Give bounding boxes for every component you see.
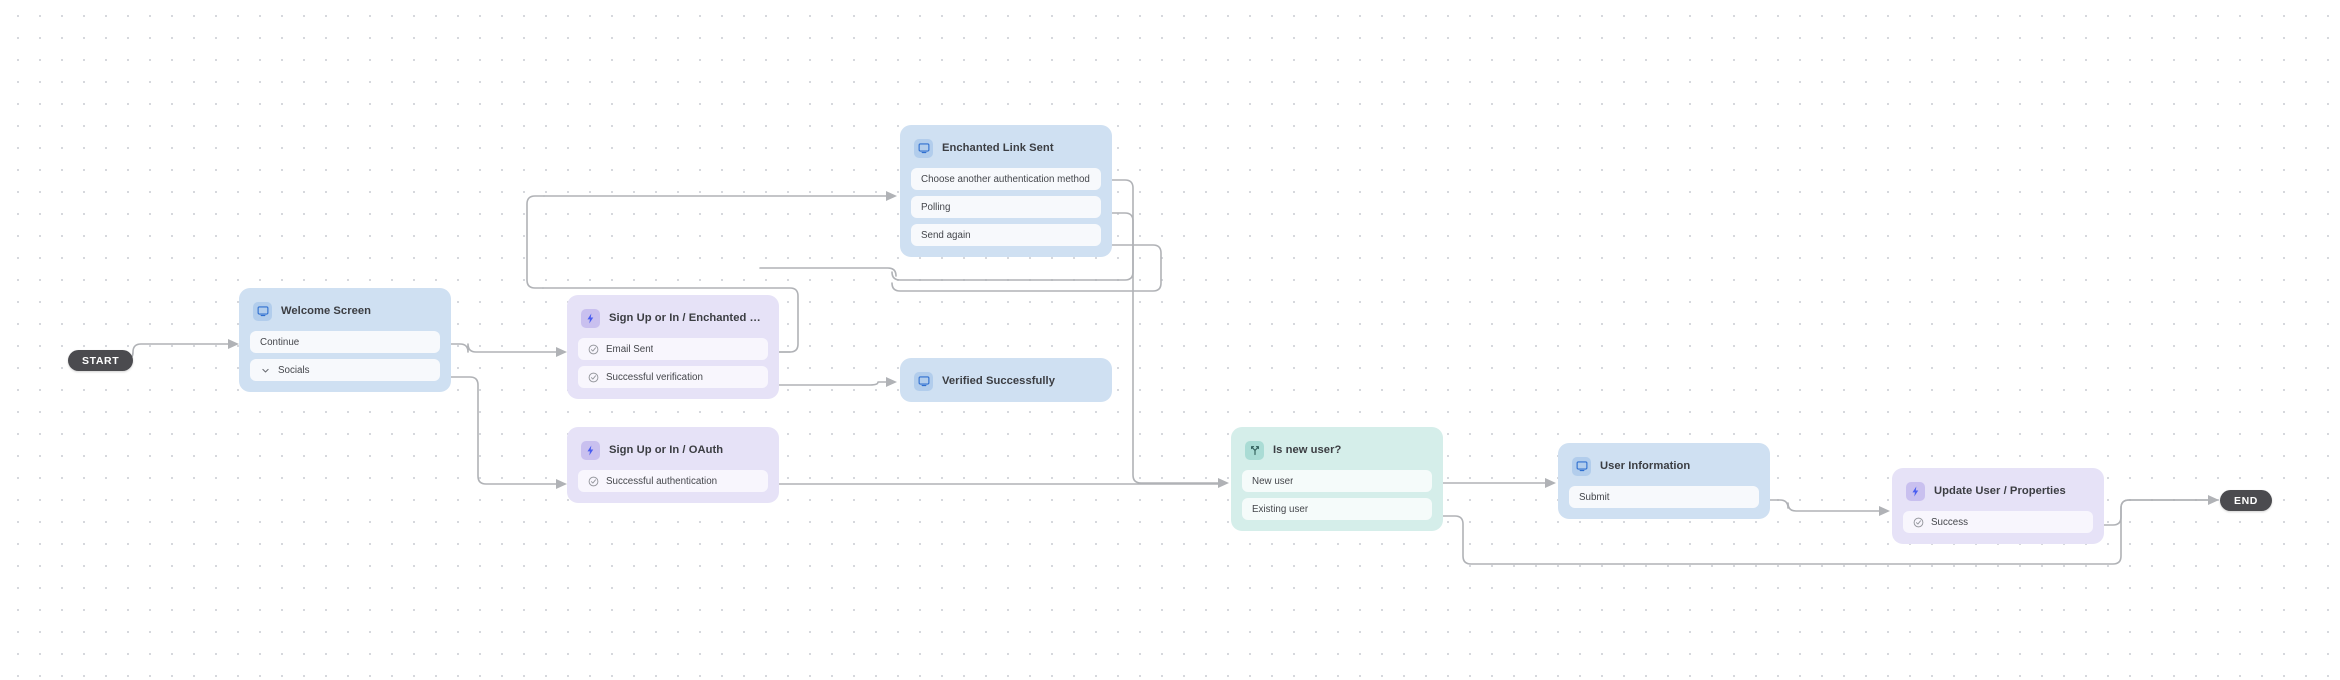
arrowhead-welcome (228, 339, 239, 349)
node-title: Welcome Screen (281, 305, 372, 317)
edge-email-sent-to-enchanted-screen (526, 195, 887, 289)
node-is-new-user[interactable]: Is new user? New user Existing user (1231, 427, 1443, 531)
check-circle-icon (588, 372, 599, 383)
edge-polling-to-is-new-user (1107, 212, 1219, 484)
screen-icon (914, 138, 933, 158)
node-header: Update User / Properties (1903, 478, 2093, 502)
node-rows: Continue Socials (250, 331, 440, 381)
node-title: Verified Successfully (942, 375, 1055, 387)
node-header: Is new user? (1242, 437, 1432, 461)
node-welcome-screen[interactable]: Welcome Screen Continue Socials (239, 288, 451, 392)
node-rows: Success (1903, 511, 2093, 533)
row-new-user[interactable]: New user (1242, 470, 1432, 492)
row-label: Successful authentication (606, 475, 718, 487)
node-header: User Information (1569, 453, 1759, 477)
node-rows: Submit (1569, 486, 1759, 508)
edge-verification-to-verified (773, 381, 887, 386)
row-polling[interactable]: Polling (911, 196, 1101, 218)
row-email-sent[interactable]: Email Sent (578, 338, 768, 360)
arrowhead-update-user (1879, 506, 1890, 516)
row-label: Email Sent (606, 343, 654, 355)
node-title: Update User / Properties (1934, 485, 2066, 497)
node-rows: Choose another authentication method Pol… (911, 168, 1101, 246)
node-header: Sign Up or In / OAuth (578, 437, 768, 461)
row-label: Success (1931, 516, 1969, 528)
arrowhead-enchanted-screen (886, 191, 897, 201)
node-enchanted-link-sent[interactable]: Enchanted Link Sent Choose another authe… (900, 125, 1112, 257)
arrowhead-end (2208, 495, 2219, 505)
bolt-icon (1906, 481, 1925, 501)
row-label: Socials (278, 364, 310, 376)
arrowhead-verified (886, 377, 897, 387)
check-circle-icon (588, 344, 599, 355)
row-label: Continue (260, 336, 300, 348)
edge-welcome-socials-to-oauth (443, 376, 557, 485)
end-terminal[interactable]: END (2220, 490, 2272, 511)
row-label: Existing user (1252, 503, 1309, 515)
row-existing-user[interactable]: Existing user (1242, 498, 1432, 520)
node-title: Is new user? (1273, 444, 1342, 456)
row-continue[interactable]: Continue (250, 331, 440, 353)
node-header: Welcome Screen (250, 298, 440, 322)
bolt-icon (581, 440, 600, 460)
edge-success-to-end (2099, 499, 2209, 526)
node-title: Enchanted Link Sent (942, 142, 1054, 154)
chevron-down-icon (260, 365, 271, 376)
node-header: Sign Up or In / Enchanted Link / … (578, 305, 768, 329)
edge-welcome-continue-to-enchanted-action (443, 343, 557, 353)
arrowhead-user-info (1545, 478, 1556, 488)
node-rows: New user Existing user (1242, 470, 1432, 520)
row-send-again[interactable]: Send again (911, 224, 1101, 246)
node-update-user-properties[interactable]: Update User / Properties Success (1892, 468, 2104, 544)
row-label: Polling (921, 201, 951, 213)
arrowhead-email-sent (556, 347, 567, 357)
row-label: Successful verification (606, 371, 703, 383)
node-header: Verified Successfully (911, 368, 1101, 392)
node-rows: Successful authentication (578, 470, 768, 492)
start-terminal[interactable]: START (68, 350, 134, 371)
check-circle-icon (588, 476, 599, 487)
screen-icon (1572, 456, 1591, 476)
edge-feed-line (759, 267, 897, 277)
arrowhead-oauth (556, 479, 567, 489)
node-sign-up-or-in-enchanted-link[interactable]: Sign Up or In / Enchanted Link / … Email… (567, 295, 779, 399)
row-label: Choose another authentication method (921, 173, 1090, 185)
node-user-information[interactable]: User Information Submit (1558, 443, 1770, 519)
row-label: New user (1252, 475, 1294, 487)
row-socials[interactable]: Socials (250, 359, 440, 381)
node-rows: Email Sent Successful verification (578, 338, 768, 388)
row-successful-authentication[interactable]: Successful authentication (578, 470, 768, 492)
branch-icon (1245, 440, 1264, 460)
screen-icon (914, 371, 933, 391)
check-circle-icon (1913, 517, 1924, 528)
node-verified-successfully[interactable]: Verified Successfully (900, 358, 1112, 402)
row-label: Send again (921, 229, 971, 241)
row-successful-verification[interactable]: Successful verification (578, 366, 768, 388)
node-header: Enchanted Link Sent (911, 135, 1101, 159)
node-title: Sign Up or In / Enchanted Link / … (609, 312, 765, 324)
row-success[interactable]: Success (1903, 511, 2093, 533)
row-choose-another-authentication-method[interactable]: Choose another authentication method (911, 168, 1101, 190)
node-sign-up-or-in-oauth[interactable]: Sign Up or In / OAuth Successful authent… (567, 427, 779, 503)
row-label: Submit (1579, 491, 1610, 503)
node-title: Sign Up or In / OAuth (609, 444, 724, 456)
bolt-icon (581, 308, 600, 328)
edge-submit-to-update-user (1755, 499, 1880, 512)
node-title: User Information (1600, 460, 1691, 472)
row-submit[interactable]: Submit (1569, 486, 1759, 508)
screen-icon (253, 301, 272, 321)
arrowhead-is-new-user (1218, 478, 1229, 488)
